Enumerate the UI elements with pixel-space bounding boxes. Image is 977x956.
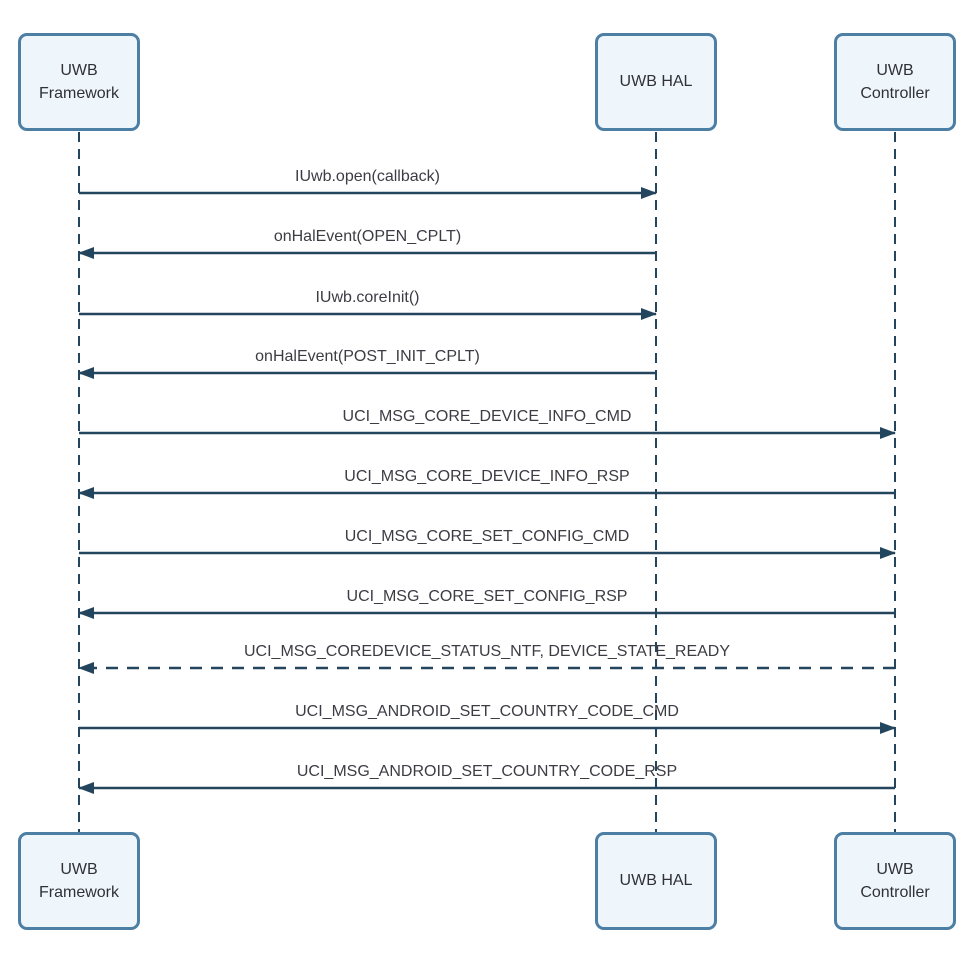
message-label-iuwb-open: IUwb.open(callback) — [295, 168, 440, 185]
message-label-post-init-cplt: onHalEvent(POST_INIT_CPLT) — [255, 348, 480, 365]
message-label-coreinit: IUwb.coreInit() — [315, 289, 420, 306]
actor-uwb-controller-top: UWB Controller — [834, 33, 956, 131]
message-label-device-info-cmd: UCI_MSG_CORE_DEVICE_INFO_CMD — [342, 408, 632, 425]
message-label-country-code-rsp: UCI_MSG_ANDROID_SET_COUNTRY_CODE_RSP — [296, 763, 678, 780]
message-label-set-config-cmd: UCI_MSG_CORE_SET_CONFIG_CMD — [344, 528, 630, 545]
message-label-open-cplt: onHalEvent(OPEN_CPLT) — [273, 228, 462, 245]
actor-label: UWB Framework — [38, 61, 119, 102]
message-label-device-status-ntf: UCI_MSG_COREDEVICE_STATUS_NTF, DEVICE_ST… — [243, 643, 731, 660]
actor-uwb-controller-bottom: UWB Controller — [834, 832, 956, 930]
message-label-device-info-rsp: UCI_MSG_CORE_DEVICE_INFO_RSP — [344, 468, 630, 485]
actor-label: UWB HAL — [619, 73, 693, 91]
actor-label: UWB Framework — [38, 860, 119, 901]
actor-label: UWB Controller — [860, 860, 930, 901]
actor-uwb-framework-top: UWB Framework — [18, 33, 140, 131]
message-label-set-config-rsp: UCI_MSG_CORE_SET_CONFIG_RSP — [346, 588, 628, 605]
actor-label: UWB Controller — [860, 61, 930, 102]
message-label-country-code-cmd: UCI_MSG_ANDROID_SET_COUNTRY_CODE_CMD — [295, 703, 679, 720]
actor-uwb-framework-bottom: UWB Framework — [18, 832, 140, 930]
actor-uwb-hal-bottom: UWB HAL — [595, 832, 717, 930]
actor-uwb-hal-top: UWB HAL — [595, 33, 717, 131]
actor-label: UWB HAL — [619, 872, 693, 890]
